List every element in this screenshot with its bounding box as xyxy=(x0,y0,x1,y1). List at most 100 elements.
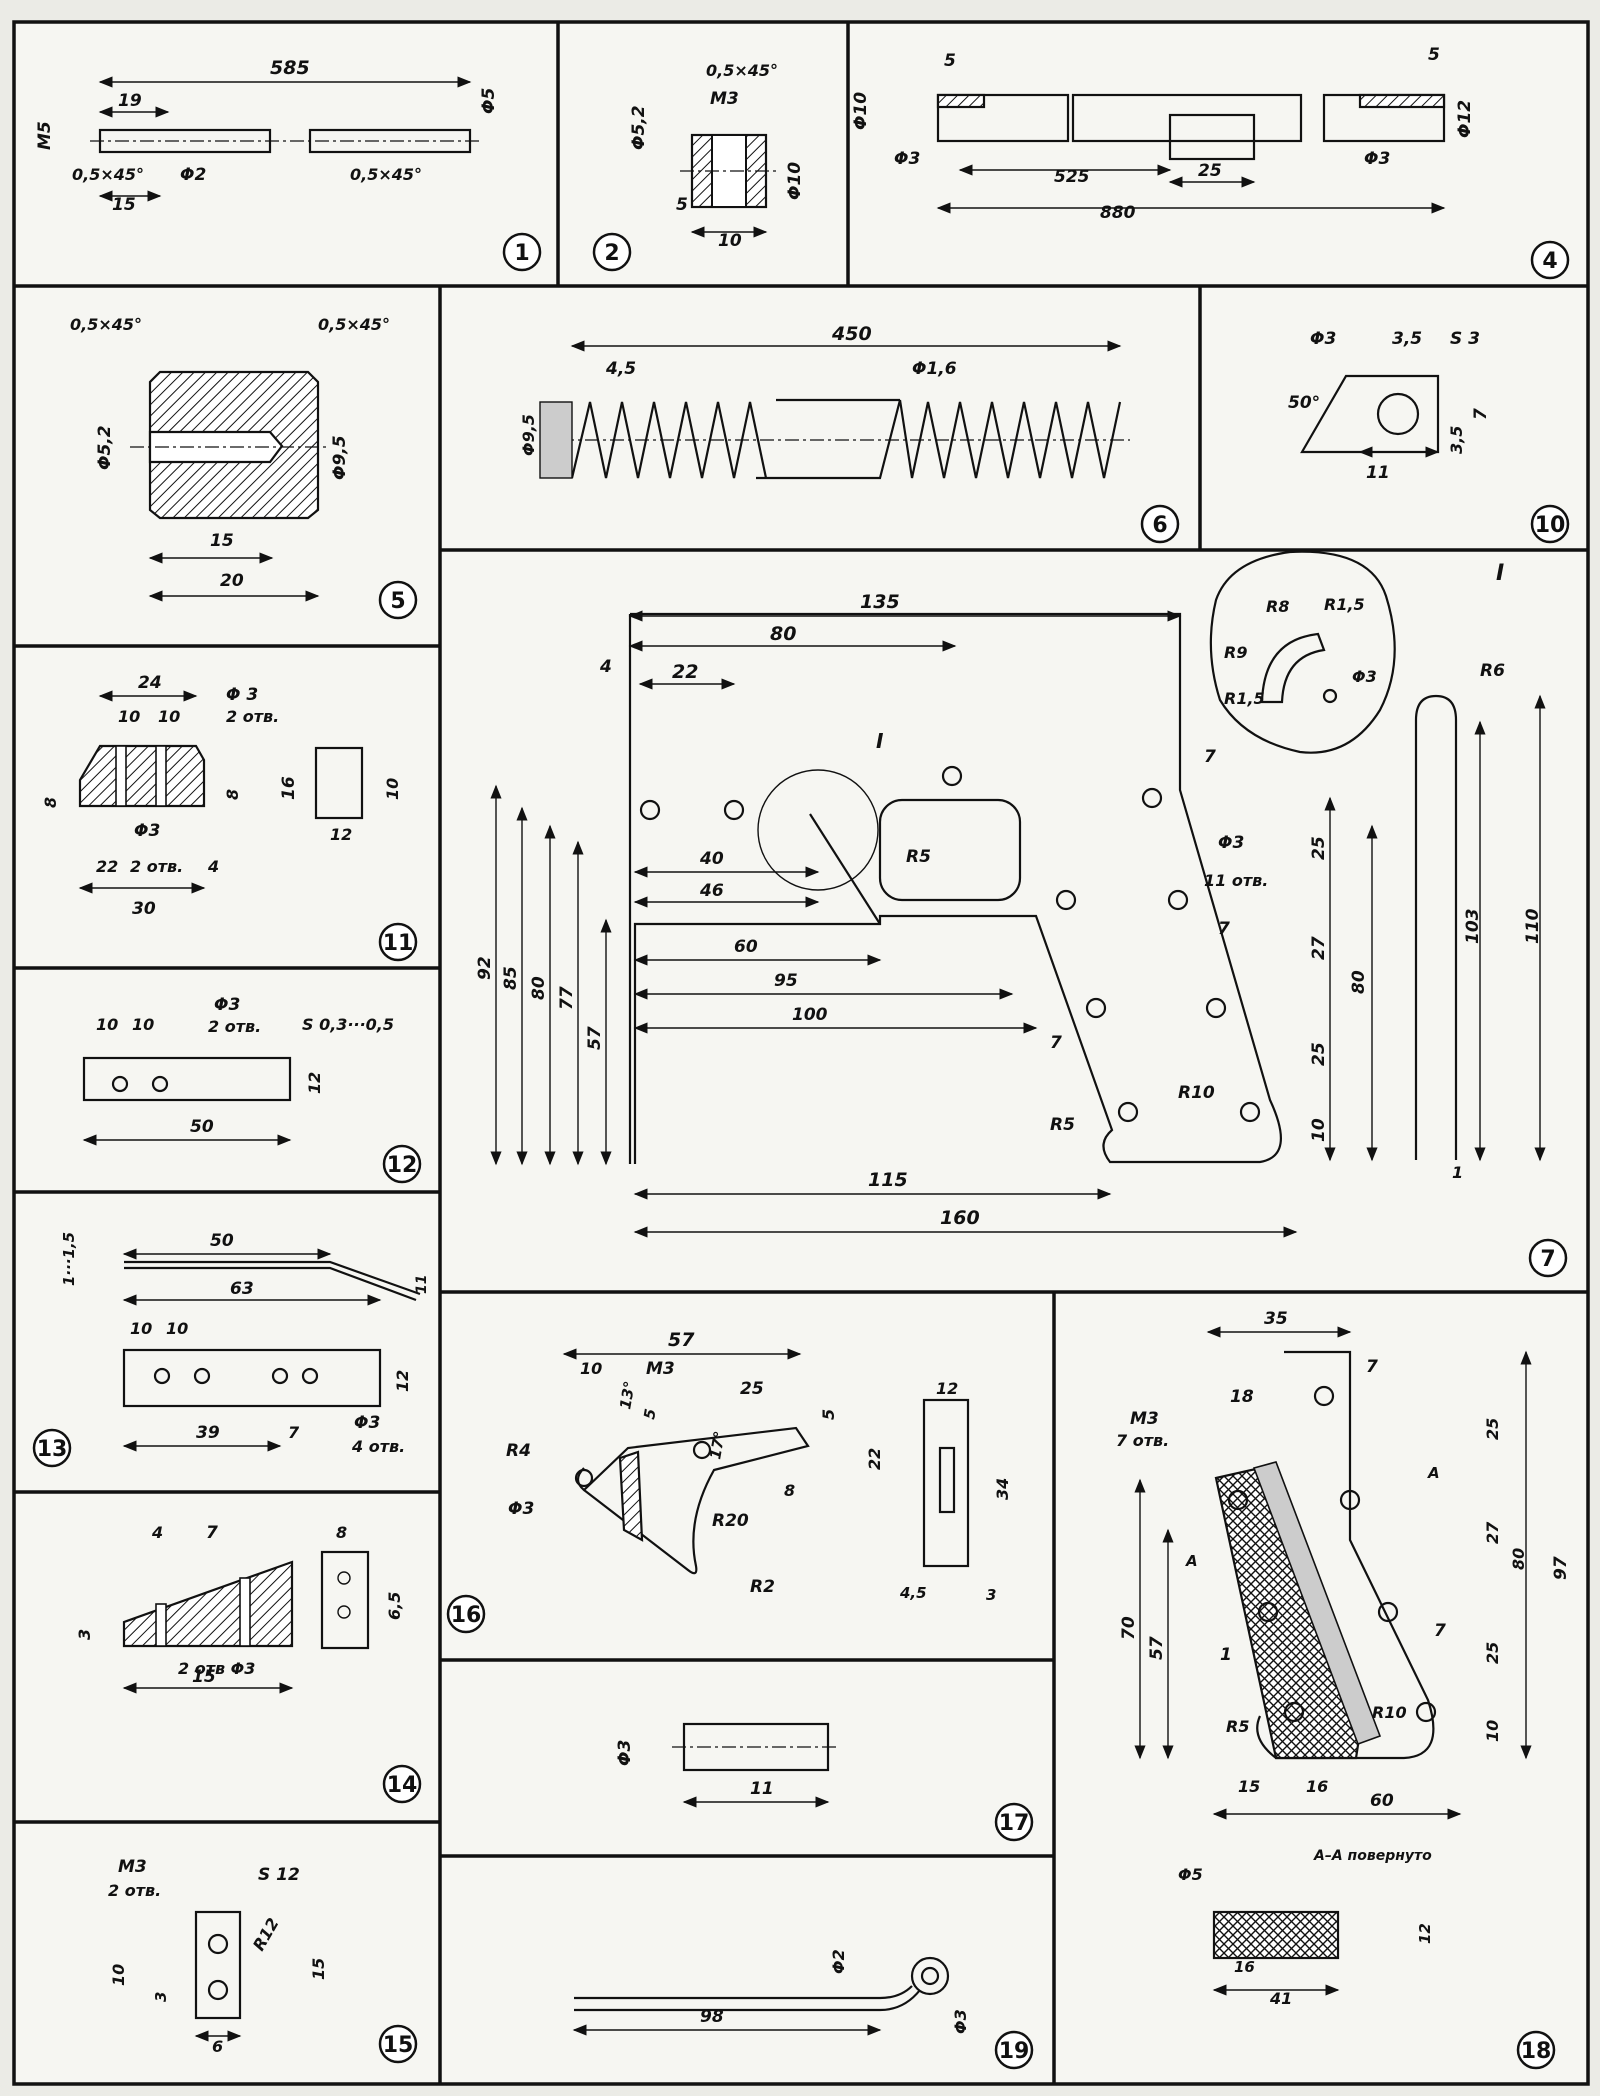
p7-label-20: 27 xyxy=(1309,936,1329,960)
p7-label-24: 7 xyxy=(1218,919,1230,939)
p7-label-29: 160 xyxy=(940,1207,980,1229)
panel-number-18: 18 xyxy=(1516,2030,1556,2070)
p1-label-5: 15 xyxy=(112,195,136,215)
p7-label-4: I xyxy=(876,729,884,753)
p7-label-18: 11 отв. xyxy=(1204,871,1268,890)
panel-19: Φ2 98 Φ3 19 xyxy=(572,1949,1034,2070)
p18-label-20: 16 xyxy=(1306,1777,1328,1796)
panel-number-11: 11 xyxy=(378,922,418,962)
svg-text:15: 15 xyxy=(383,2033,414,2058)
p18-label-1: 7 xyxy=(1366,1357,1378,1377)
panel-number-7: 7 xyxy=(1528,1238,1568,1278)
panel-number-10: 10 xyxy=(1530,504,1570,544)
p18-label-2: 18 xyxy=(1230,1387,1254,1407)
p7-label-35: R6 xyxy=(1480,661,1505,681)
p15-label-4: 10 xyxy=(109,1964,128,1986)
p13-label-3: 10 xyxy=(130,1319,152,1338)
svg-text:16: 16 xyxy=(451,1603,482,1628)
p7-label-9: 77 xyxy=(557,986,577,1010)
p18-label-16: 1 xyxy=(1220,1645,1232,1665)
p10-label-6: 11 xyxy=(1366,463,1390,483)
p18-label-25: 16 xyxy=(1234,1958,1255,1976)
svg-text:11: 11 xyxy=(383,931,414,956)
p4-label-5: 25 xyxy=(1198,161,1222,181)
panel-12: 10 10 Φ3 2 отв. S 0,3···0,5 12 50 12 xyxy=(82,995,422,1184)
panel-number-14: 14 xyxy=(382,1764,422,1804)
p16-label-2: М3 xyxy=(646,1359,675,1379)
p12-label-2: Φ3 xyxy=(214,995,240,1015)
p18-label-4: 7 отв. xyxy=(1116,1431,1169,1450)
p1-label-0: 585 xyxy=(270,57,310,79)
p18-label-18: R10 xyxy=(1372,1703,1407,1722)
p5-label-0: 0,5×45° xyxy=(70,315,142,334)
p11-label-1: 10 xyxy=(118,707,140,726)
panel-number-17: 17 xyxy=(994,1802,1034,1842)
p18-label-15: 7 xyxy=(1434,1621,1446,1641)
p7-label-7: 85 xyxy=(501,966,521,990)
p1-label-2: М5 xyxy=(35,121,55,150)
p18-label-12: 97 xyxy=(1551,1556,1571,1580)
p18-label-7: 25 xyxy=(1483,1418,1502,1440)
p6-label-1: 4,5 xyxy=(605,359,636,379)
p18-label-21: 60 xyxy=(1370,1791,1394,1811)
svg-text:14: 14 xyxy=(387,1773,418,1798)
p7-label-17: Φ3 xyxy=(1218,833,1244,853)
panel-number-6: 6 xyxy=(1140,504,1180,544)
p11-label-13: 30 xyxy=(132,899,156,919)
p14-label-3: 3 xyxy=(75,1629,94,1640)
panel-6: 450 4,5 Φ1,6 Φ9,5 6 xyxy=(519,323,1180,544)
p12-label-4: S 0,3···0,5 xyxy=(302,1015,394,1034)
p16-label-11: 22 xyxy=(865,1448,884,1470)
p1-label-3: 0,5×45° xyxy=(72,165,144,184)
panel-number-12: 12 xyxy=(382,1144,422,1184)
p11-label-6: 8 xyxy=(223,789,242,800)
p7-label-27: R10 xyxy=(1178,1083,1215,1103)
p7-label-36: 103 xyxy=(1463,909,1483,945)
p7-label-28: 115 xyxy=(868,1169,908,1191)
p18-label-9: 25 xyxy=(1483,1642,1502,1664)
p18-label-0: 35 xyxy=(1264,1309,1288,1329)
panel-number-13: 13 xyxy=(32,1428,72,1468)
p7-label-19: 25 xyxy=(1309,836,1329,860)
p15-label-2: S 12 xyxy=(258,1865,300,1885)
p14-label-0: 4 xyxy=(151,1523,163,1542)
panel-number-1: 1 xyxy=(502,232,542,272)
p13-label-8: Φ3 xyxy=(354,1413,380,1433)
p5-label-4: 15 xyxy=(210,531,234,551)
p7-label-5: 7 xyxy=(1204,747,1216,767)
panel-frames xyxy=(12,20,1590,2086)
p18-label-13: 70 xyxy=(1119,1616,1139,1640)
p18-label-8: 27 xyxy=(1483,1521,1502,1544)
p10-label-2: S 3 xyxy=(1450,329,1480,349)
panel-number-15: 15 xyxy=(378,2024,418,2064)
p11-label-10: 22 xyxy=(96,857,118,876)
panel-5: 0,5×45° 0,5×45° Φ5,2 Φ9,5 15 20 5 xyxy=(70,315,418,620)
p14-label-1: 7 xyxy=(206,1523,218,1543)
p16-label-13: R2 xyxy=(750,1577,775,1597)
p4-label-4: 525 xyxy=(1054,167,1090,187)
panel-number-2: 2 xyxy=(592,232,632,272)
p17-label-0: Φ3 xyxy=(615,1740,635,1766)
panel-1: 585 19 М5 0,5×45° Φ2 15 0,5×45° Φ5 1 xyxy=(35,57,542,272)
p7-label-38: 1 xyxy=(1452,1163,1463,1182)
p14-label-4: 6,5 xyxy=(385,1592,404,1620)
p4-label-2: Φ10 xyxy=(851,92,871,130)
p7-label-21: 25 xyxy=(1309,1042,1329,1066)
p4-label-0: 5 xyxy=(944,51,956,71)
p2-label-1: М3 xyxy=(710,89,739,109)
p13-label-10: 11 xyxy=(414,1275,430,1294)
svg-text:5: 5 xyxy=(390,589,405,614)
p7-label-2: 4 xyxy=(599,657,612,677)
panel-10: Φ3 3,5 S 3 50° 7 3,5 11 10 xyxy=(1288,329,1570,544)
p13-label-5: 12 xyxy=(393,1370,412,1392)
p12-label-1: 10 xyxy=(132,1015,154,1034)
p14-label-5: 2 отв Φ3 xyxy=(178,1659,255,1678)
p16-label-8: R4 xyxy=(506,1441,531,1461)
p2-label-2: Φ5,2 xyxy=(629,105,649,150)
panel-17: Φ3 11 17 xyxy=(615,1722,1034,1842)
p5-label-1: 0,5×45° xyxy=(318,315,390,334)
p4-label-3: Φ3 xyxy=(894,149,920,169)
p13-label-0: 1···1,5 xyxy=(60,1232,78,1286)
p7-label-16: 100 xyxy=(792,1005,828,1025)
p7-label-26: R5 xyxy=(1050,1115,1075,1135)
